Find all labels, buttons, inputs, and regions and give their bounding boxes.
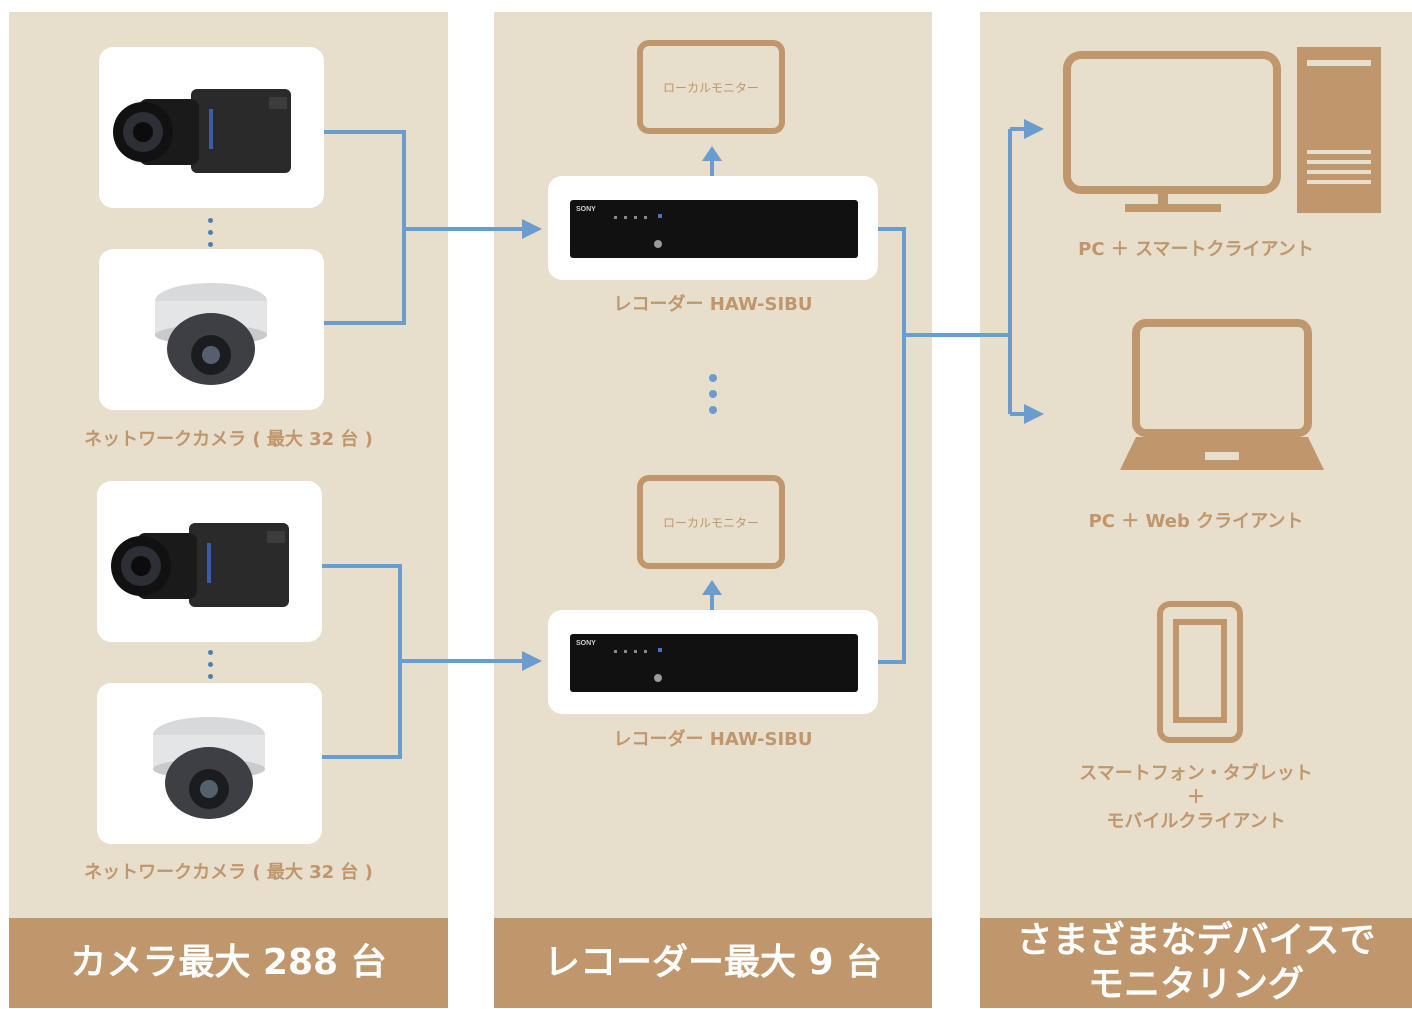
more-recorders-dots <box>709 374 717 422</box>
recorder-brand: SONY <box>576 206 596 213</box>
dome-camera-card <box>97 683 322 844</box>
recorder-card: SONY <box>548 610 878 714</box>
recorder-brand: SONY <box>576 640 596 647</box>
arrow-icon <box>522 219 542 239</box>
laptop-icon <box>1120 319 1324 470</box>
recorder-icon: SONY <box>570 200 858 258</box>
devices-footer: さまざまなデバイスで モニタリング <box>980 918 1412 1008</box>
link-recorders-to-devices <box>878 127 1024 664</box>
mobile-client-label: スマートフォン・タブレット ＋ モバイルクライアント <box>980 762 1412 834</box>
more-cameras-dots <box>208 218 214 254</box>
arrow-icon <box>702 146 722 161</box>
box-camera-icon <box>111 523 289 607</box>
monitor-icon: ローカルモニター <box>637 40 785 134</box>
recorder-card: SONY <box>548 176 878 280</box>
arrow-icon <box>1024 119 1044 139</box>
pc-web-client-label: PC ＋ Web クライアント <box>1088 511 1304 532</box>
box-camera-card <box>97 481 322 642</box>
camera-group-label-2: ネットワークカメラ ( 最大 32 台 ) <box>84 862 373 883</box>
tablet-icon <box>1157 601 1243 743</box>
mobile-label-line1: スマートフォン・タブレット <box>1079 763 1313 784</box>
camera-group-label-1: ネットワークカメラ ( 最大 32 台 ) <box>84 429 373 450</box>
recorder-label-1: レコーダー HAW-SIBU <box>613 294 813 315</box>
monitor-label-1: ローカルモニター <box>662 80 759 95</box>
desktop-pc-icon <box>1063 47 1381 213</box>
more-cameras-dots <box>208 650 214 686</box>
dome-camera-icon <box>155 283 267 385</box>
cameras-footer: カメラ最大 288 台 <box>9 918 448 1008</box>
box-camera-card <box>99 47 324 208</box>
recorder-label-2: レコーダー HAW-SIBU <box>613 729 813 750</box>
devices-footer-line2: モニタリング <box>1087 964 1304 1005</box>
link-camera-group2 <box>322 564 522 759</box>
mobile-label-line3: モバイルクライアント <box>1106 811 1286 832</box>
recorder-icon: SONY <box>570 634 858 692</box>
monitor-label-2: ローカルモニター <box>662 515 759 530</box>
dome-camera-icon <box>153 717 265 819</box>
cameras-footer-text: カメラ最大 288 台 <box>70 942 387 983</box>
recorders-footer-text: レコーダー最大 9 台 <box>543 942 883 983</box>
recorders-footer: レコーダー最大 9 台 <box>494 918 932 1008</box>
dome-camera-card <box>99 249 324 410</box>
link-camera-group1 <box>324 130 522 325</box>
pc-smart-client-label: PC ＋ スマートクライアント <box>1078 239 1314 260</box>
mobile-label-line2: ＋ <box>1187 787 1205 808</box>
arrow-icon <box>522 651 542 671</box>
monitor-icon: ローカルモニター <box>637 475 785 569</box>
box-camera-icon <box>113 89 291 173</box>
arrow-icon <box>702 580 722 595</box>
devices-footer-line1: さまざまなデバイスで <box>1016 920 1376 961</box>
devices-footer-text: さまざまなデバイスで モニタリング <box>1017 919 1376 1007</box>
arrow-icon <box>1024 404 1044 424</box>
